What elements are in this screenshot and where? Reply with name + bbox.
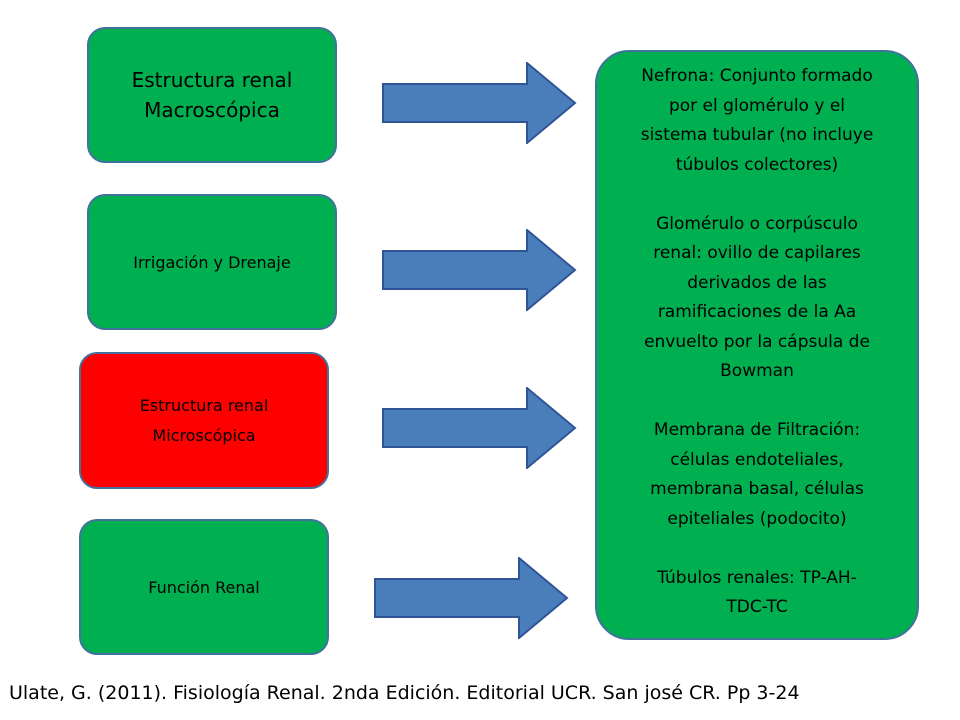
citation-text: Ulate, G. (2011). Fisiología Renal. 2nda… [9, 682, 800, 704]
nefrona-text: Nefrona: Conjunto formado por el gloméru… [640, 66, 874, 175]
box-label: Estructura renal Microscópica [139, 395, 269, 445]
membrana-text: Membrana de Filtración: células endoteli… [650, 420, 864, 529]
box-estructura-macroscopica[interactable]: Estructura renal Macroscópica [87, 27, 337, 163]
right-arrow-icon [382, 229, 577, 311]
box-label: Estructura renal Macroscópica [131, 68, 293, 122]
box-label: Irrigación y Drenaje [133, 252, 291, 272]
right-arrow-icon [374, 557, 569, 639]
tubulos-text: Túbulos renales: TP-AH- TDC-TC [657, 567, 857, 618]
right-arrow-icon [382, 387, 577, 469]
box-label: Función Renal [148, 577, 260, 597]
box-irrigacion-drenaje[interactable]: Irrigación y Drenaje [87, 194, 337, 330]
box-estructura-microscopica[interactable]: Estructura renal Microscópica [79, 352, 329, 489]
glomerulo-text: Glomérulo o corpúsculo renal: ovillo de … [644, 213, 870, 382]
info-panel: Nefrona: Conjunto formado por el gloméru… [595, 50, 919, 640]
box-funcion-renal[interactable]: Función Renal [79, 519, 329, 655]
right-arrow-icon [382, 62, 577, 144]
